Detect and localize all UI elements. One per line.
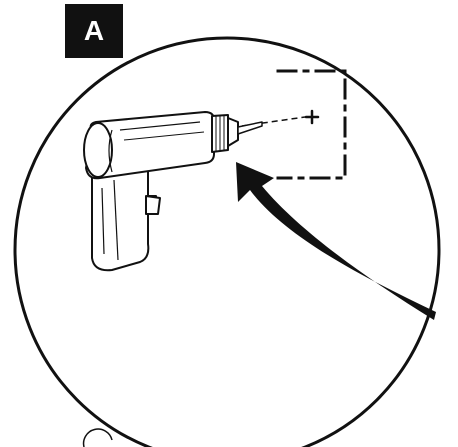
next-step-marker xyxy=(82,428,113,447)
step-label-badge: A xyxy=(65,4,123,58)
step-label: A xyxy=(83,15,105,46)
detail-circle xyxy=(13,36,441,447)
drill-icon xyxy=(83,111,263,272)
mounting-area-outline xyxy=(276,69,347,180)
curved-arrow-icon xyxy=(236,162,436,320)
crosshair-mark-icon xyxy=(304,109,320,125)
